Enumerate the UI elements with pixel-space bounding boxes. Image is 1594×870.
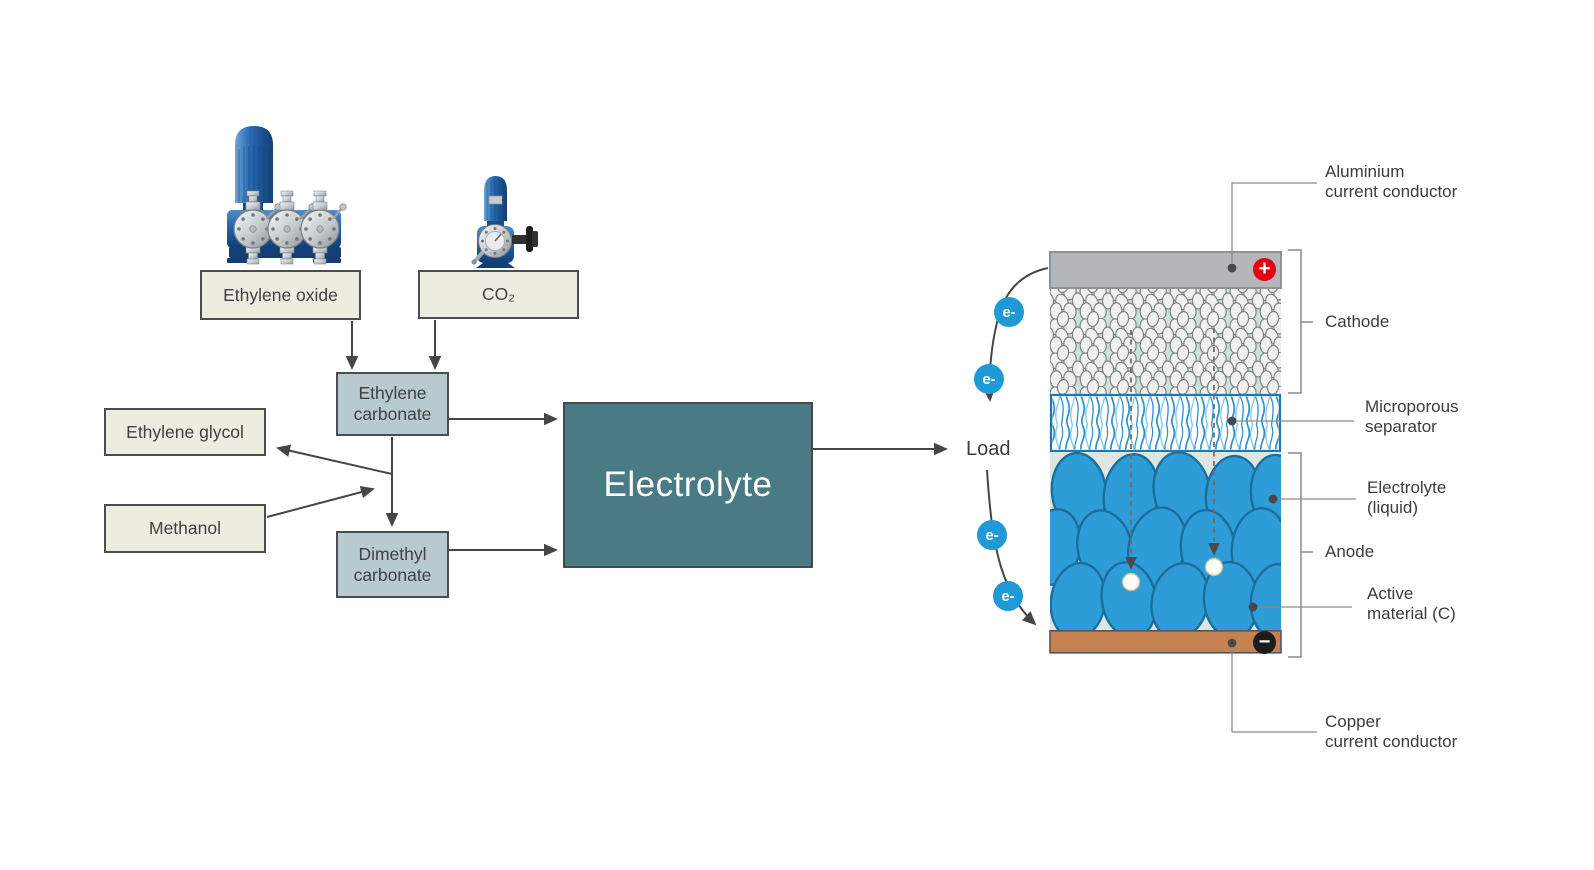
anode-active-particles bbox=[1050, 452, 1281, 630]
label-cathode: Cathode bbox=[1325, 312, 1390, 331]
negative-terminal-icon: − bbox=[1253, 631, 1276, 654]
label-copper-conductor: Copper current conductor bbox=[1325, 712, 1458, 751]
electron-icon: e- bbox=[993, 581, 1023, 611]
electron-icon: e- bbox=[977, 520, 1007, 550]
cathode-bracket bbox=[1288, 249, 1313, 394]
battery-cross-section bbox=[1049, 251, 1282, 654]
box-ethylene-oxide: Ethylene oxide bbox=[200, 270, 361, 320]
label-anode: Anode bbox=[1325, 542, 1375, 561]
box-co2: CO₂ bbox=[418, 270, 579, 319]
pump-head bbox=[300, 190, 347, 265]
lithium-ion bbox=[1121, 572, 1141, 592]
triplex-metering-pump-illustration bbox=[227, 126, 347, 265]
copper-conductor-layer bbox=[1049, 629, 1282, 654]
separator-layer bbox=[1049, 393, 1282, 453]
pump-handle bbox=[512, 226, 538, 252]
pump-motor bbox=[235, 126, 273, 203]
arrow-methanol-to-junction bbox=[266, 485, 375, 518]
lithium-ion-path-left bbox=[1121, 330, 1141, 592]
arrow-junction-to-glycol bbox=[276, 444, 393, 475]
electron-icon: e- bbox=[994, 297, 1024, 327]
layer-brackets bbox=[1288, 249, 1313, 658]
box-ethylene-glycol: Ethylene glycol bbox=[104, 408, 266, 456]
box-electrolyte: Electrolyte bbox=[563, 402, 813, 568]
label-active-material: Active material (C) bbox=[1367, 584, 1456, 623]
box-dimethyl-carbonate: Dimethyl carbonate bbox=[336, 531, 449, 598]
pump-heads bbox=[233, 190, 347, 265]
box-methanol: Methanol bbox=[104, 504, 266, 553]
leader-copper bbox=[1231, 648, 1317, 733]
lithium-ion bbox=[1204, 557, 1224, 577]
metering-pump-illustration bbox=[471, 176, 538, 268]
label-separator: Microporous separator bbox=[1365, 397, 1459, 436]
electron-icon: e- bbox=[974, 364, 1004, 394]
anode-bracket bbox=[1288, 452, 1313, 658]
label-aluminium-conductor: Aluminium current conductor bbox=[1325, 162, 1458, 201]
load-label: Load bbox=[966, 438, 1011, 460]
aluminium-conductor-layer bbox=[1049, 251, 1282, 289]
cathode-layer bbox=[1050, 288, 1281, 394]
label-electrolyte-liquid: Electrolyte (liquid) bbox=[1367, 478, 1447, 517]
positive-terminal-icon: + bbox=[1253, 258, 1276, 281]
box-ethylene-carbonate: Ethylene carbonate bbox=[336, 372, 449, 436]
anode-layer bbox=[1050, 452, 1281, 630]
pump-head bbox=[267, 190, 316, 265]
lithium-ion-path-right bbox=[1204, 328, 1224, 577]
